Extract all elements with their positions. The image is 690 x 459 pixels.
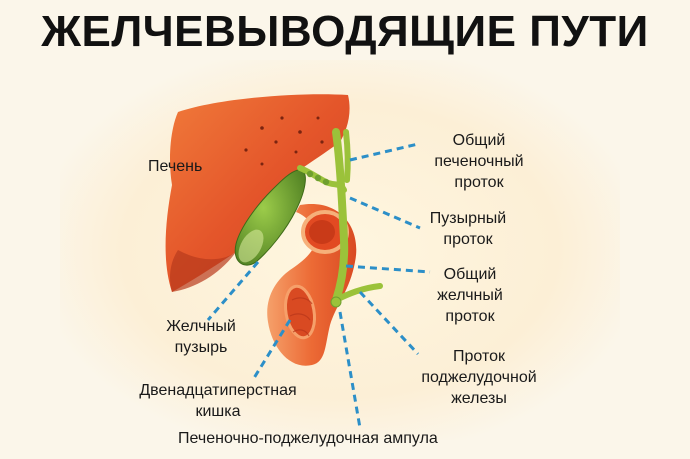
label-line: железы	[451, 390, 507, 407]
duodenum-folds	[289, 297, 313, 337]
label-line: Общий	[452, 132, 506, 149]
pointer-lines	[206, 142, 431, 429]
label-line: поджелудочной	[421, 369, 537, 386]
cystic-duct-spiral	[306, 170, 330, 186]
label-duodenum: Двенадцатиперстная кишка	[118, 380, 318, 422]
liver-shadow	[170, 250, 236, 292]
label-line: Двенадцатиперстная	[139, 382, 297, 399]
label-line: кишка	[195, 403, 241, 420]
diagram-title: ЖЕЛЧЕВЫВОДЯЩИЕ ПУТИ	[41, 7, 649, 56]
label-line: Проток	[453, 348, 505, 365]
label-line: Пузырный	[429, 210, 507, 227]
label-liver: Печень	[148, 158, 203, 175]
label-line: Общий	[443, 266, 497, 283]
label-cystic-duct: Пузырный проток	[418, 208, 518, 250]
label-common-hepatic-duct: Общий печеночный проток	[424, 130, 534, 193]
liver-shape	[165, 94, 350, 292]
label-line: пузырь	[174, 339, 228, 356]
label-common-bile-duct: Общий желчный проток	[420, 264, 520, 327]
label-ampulla: Печеночно-поджелудочная ампула	[178, 430, 438, 447]
label-line: желчный	[437, 287, 503, 304]
label-gallbladder: Желчный пузырь	[146, 316, 256, 358]
liver-texture	[244, 116, 324, 166]
ampulla-marker	[330, 296, 342, 308]
label-line: Желчный	[166, 318, 236, 335]
label-line: проток	[454, 174, 504, 191]
label-line: проток	[443, 231, 493, 248]
label-line: печеночный	[434, 153, 524, 170]
label-line: проток	[445, 308, 495, 325]
label-pancreatic-duct: Проток поджелудочной железы	[414, 346, 544, 409]
